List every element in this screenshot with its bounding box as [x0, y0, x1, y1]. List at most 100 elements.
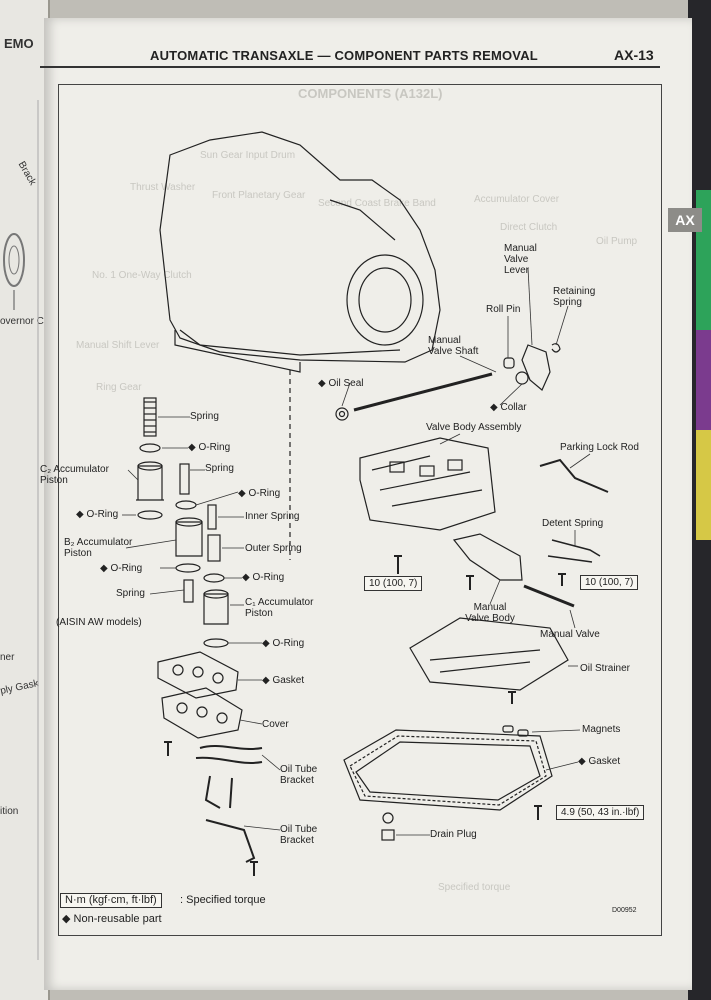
header-rule — [40, 66, 660, 68]
spring-top — [143, 397, 157, 437]
oil-tube-bracket — [205, 819, 256, 863]
o-ring-2 — [137, 510, 163, 520]
label-gasket-pan: ◆ Gasket — [578, 756, 621, 767]
ghost-text-5: Accumulator Cover — [474, 194, 560, 205]
ghost-text-11: Specified torque — [438, 882, 511, 893]
label-manual-valve: Manual Valve — [540, 629, 600, 640]
label-o-ring-5: ◆ O-Ring — [242, 572, 285, 583]
oil-tube-1 — [195, 745, 263, 764]
label-b2-accumulator-piston: B₂ Accumulator Piston — [64, 537, 133, 559]
label-o-ring-3: ◆ O-Ring — [238, 488, 281, 499]
o-ring-3 — [175, 500, 197, 510]
ghost-text-2: Thrust Washer — [130, 182, 196, 193]
cover-plate — [161, 687, 243, 739]
retaining-spring — [551, 343, 561, 353]
label-magnets: Magnets — [582, 724, 621, 735]
oil-pan-gasket — [349, 735, 547, 806]
label-manual-valve-shaft: Manual Valve Shaft — [428, 335, 479, 357]
label-spring-2: Spring — [205, 463, 234, 474]
legend-unit-text: : Specified torque — [180, 894, 266, 906]
detent-spring — [547, 539, 601, 563]
inner-spring — [207, 504, 217, 530]
drain-plug-gasket — [382, 812, 394, 824]
bolt-vb-right — [558, 573, 566, 586]
label-detent-spring: Detent Spring — [542, 518, 604, 529]
oil-seal — [335, 407, 349, 421]
page-header-title: AUTOMATIC TRANSAXLE — COMPONENT PARTS RE… — [150, 48, 538, 63]
magnet-1 — [502, 725, 514, 733]
ghost-text-10: Ring Gear — [96, 382, 142, 393]
left-fragment-1: EMO — [4, 36, 34, 51]
label-c2-accumulator-piston: C₂ Accumulator Piston — [40, 464, 109, 486]
label-c1-accumulator-piston: C₁ Accumulator Piston — [245, 597, 314, 619]
label-gasket-left: ◆ Gasket — [262, 675, 305, 686]
label-outer-spring: Outer Spring — [245, 543, 302, 554]
label-o-ring-6: ◆ O-Ring — [262, 638, 305, 649]
label-collar: ◆ Collar — [490, 402, 527, 413]
outer-spring — [207, 534, 221, 562]
ghost-text-7: No. 1 One-Way Clutch — [92, 270, 192, 281]
torque-box-valve-body-left: 10 (100, 7) — [364, 576, 423, 591]
drain-plug — [381, 829, 395, 841]
label-o-ring-2: ◆ O-Ring — [76, 509, 119, 520]
c1-accumulator-piston — [203, 593, 229, 625]
bolt-bracket — [250, 861, 258, 876]
oil-tube-2 — [204, 775, 233, 809]
label-oil-tube-bracket-1: Oil Tube Bracket — [280, 764, 318, 786]
o-ring-1 — [139, 443, 161, 453]
label-manual-valve-lever: Manual Valve Lever — [504, 243, 537, 276]
label-parking-lock-rod: Parking Lock Rod — [560, 442, 639, 453]
label-oil-tube-bracket-2: Oil Tube Bracket — [280, 824, 318, 846]
figure-code: D00952 — [612, 907, 637, 914]
figure-frame — [58, 84, 662, 936]
spring-2 — [179, 463, 190, 495]
page-number: AX-13 — [614, 47, 654, 63]
label-drain-plug: Drain Plug — [430, 829, 477, 840]
b2-accumulator-piston — [175, 521, 203, 557]
manual-valve-body — [452, 533, 523, 581]
manual-valve — [523, 584, 575, 608]
ghost-text-4: Second Coast Brake Band — [318, 198, 436, 209]
ghost-text-8: Oil Pump — [596, 236, 638, 247]
manual-valve-shaft — [353, 372, 493, 412]
ghost-text-9: Manual Shift Lever — [76, 340, 160, 351]
label-o-ring-4: ◆ O-Ring — [100, 563, 143, 574]
c2-accumulator-piston — [136, 465, 164, 501]
section-tab-magenta — [696, 330, 711, 430]
label-inner-spring: Inner Spring — [245, 511, 300, 522]
magnet-2 — [517, 729, 529, 737]
bolt-vb-left — [394, 555, 402, 574]
oil-pan — [343, 729, 553, 811]
ghost-text-3: Front Planetary Gear — [212, 190, 306, 201]
label-spring-3: Spring — [116, 588, 145, 599]
label-roll-pin: Roll Pin — [486, 304, 521, 315]
legend-unit-box: N·m (kgf·cm, ft·lbf) — [60, 893, 162, 908]
bolt-vb-mid — [466, 575, 474, 590]
bolt-cover — [164, 741, 172, 756]
oil-strainer — [409, 617, 569, 691]
o-ring-6 — [203, 638, 229, 648]
o-ring-4 — [175, 563, 201, 573]
label-valve-body-assembly: Valve Body Assembly — [426, 422, 522, 433]
case-bore — [346, 254, 424, 346]
parking-lock-rod — [539, 458, 609, 493]
o-ring-5 — [203, 573, 225, 583]
transaxle-case — [159, 131, 441, 363]
bolt-pan — [534, 805, 542, 820]
ax-section-tab: AX — [668, 208, 702, 232]
collar — [515, 371, 529, 385]
legend-nonreusable: ◆ Non-reusable part — [62, 913, 162, 925]
spring-3 — [183, 579, 194, 603]
gasket-left — [157, 651, 239, 699]
section-tab-yellow — [696, 430, 711, 540]
label-oil-seal: ◆ Oil Seal — [318, 378, 364, 389]
left-fragment-4: ner — [0, 652, 15, 663]
label-aisin-aw-models: (AISIN AW models) — [56, 617, 142, 628]
label-cover: Cover — [262, 719, 289, 730]
roll-pin — [503, 357, 515, 369]
manual-valve-lever — [521, 344, 551, 391]
left-fragment-6: ition — [0, 806, 19, 817]
label-retaining-spring: Retaining Spring — [553, 286, 596, 308]
label-o-ring-1: ◆ O-Ring — [188, 442, 231, 453]
